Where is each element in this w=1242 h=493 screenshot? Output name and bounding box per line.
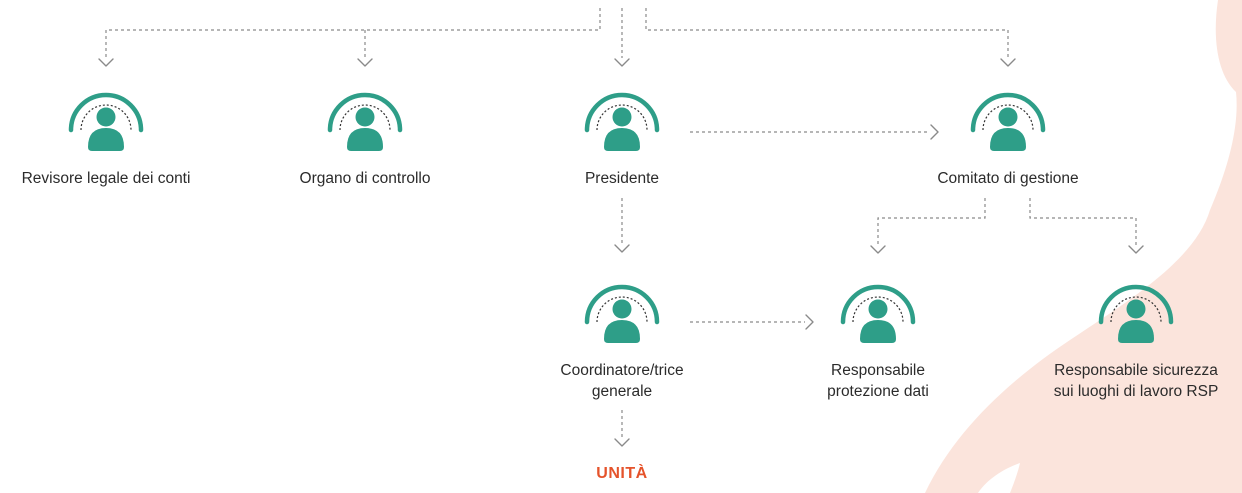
node-presidente: Presidente	[502, 88, 742, 189]
node-coordinatore-generale: Coordinatore/trice generale	[502, 280, 742, 402]
background-blob	[925, 0, 1242, 493]
avatar-head	[1126, 299, 1146, 319]
avatar-head	[612, 107, 632, 127]
avatar-outer-arc	[970, 92, 1046, 133]
node-label: Comitato di gestione	[937, 170, 1079, 187]
node-revisore-legale: Revisore legale dei conti	[0, 88, 226, 189]
chevron-arrow-icon	[870, 245, 886, 254]
avatar-body	[1118, 320, 1154, 343]
chevron-arrow-icon	[614, 58, 630, 67]
node-label: Presidente	[584, 170, 660, 187]
avatar-outer-arc	[1098, 284, 1174, 325]
chevron-arrow-icon	[1000, 58, 1016, 67]
node-comitato-gestione: Comitato di gestione	[888, 88, 1128, 189]
avatar-outer-arc	[68, 92, 144, 133]
chevron-arrow-icon	[614, 244, 630, 253]
chevron-arrow-icon	[1128, 245, 1144, 254]
connector-comitato-rsp	[1029, 198, 1137, 245]
avatar-body	[990, 128, 1026, 151]
avatar-head	[612, 299, 632, 319]
avatar-head	[96, 107, 116, 127]
node-label: Revisore legale dei conti	[21, 170, 191, 187]
node-organo-controllo: Organo di controllo	[245, 88, 485, 189]
person-icon	[970, 92, 1046, 151]
avatar-body	[604, 128, 640, 151]
person-icon	[584, 284, 660, 343]
person-icon	[840, 284, 916, 343]
person-icon	[1098, 284, 1174, 343]
chevron-arrow-icon	[930, 124, 939, 140]
avatar-head	[998, 107, 1018, 127]
person-icon	[584, 92, 660, 151]
node-label: Responsabile sicurezza sui luoghi di lav…	[1053, 362, 1219, 400]
avatar-body	[860, 320, 896, 343]
connector-to-comitato	[645, 8, 1009, 58]
connector-comitato-rpd	[877, 198, 986, 245]
node-label: Coordinatore/trice generale	[560, 362, 684, 400]
connector-to-revisore	[105, 8, 601, 58]
chevron-arrow-icon	[614, 438, 630, 447]
avatar-head	[868, 299, 888, 319]
node-label: Responsabile protezione dati	[827, 362, 929, 400]
chevron-arrow-icon	[805, 314, 814, 330]
chevron-arrow-icon	[357, 58, 373, 67]
avatar-outer-arc	[840, 284, 916, 325]
avatar-body	[347, 128, 383, 151]
node-responsabile-protezione-dati: Responsabile protezione dati	[758, 280, 998, 402]
person-icon	[68, 92, 144, 151]
chevron-arrow-icon	[98, 58, 114, 67]
avatar-outer-arc	[584, 92, 660, 133]
avatar-head	[355, 107, 375, 127]
avatar-outer-arc	[584, 284, 660, 325]
background-blob-notch	[978, 463, 1020, 493]
person-icon	[327, 92, 403, 151]
terminal-unita: UNITÀ	[596, 465, 648, 482]
node-label: Organo di controllo	[299, 170, 431, 187]
avatar-body	[604, 320, 640, 343]
avatar-body	[88, 128, 124, 151]
node-responsabile-sicurezza: Responsabile sicurezza sui luoghi di lav…	[1016, 280, 1242, 402]
avatar-outer-arc	[327, 92, 403, 133]
